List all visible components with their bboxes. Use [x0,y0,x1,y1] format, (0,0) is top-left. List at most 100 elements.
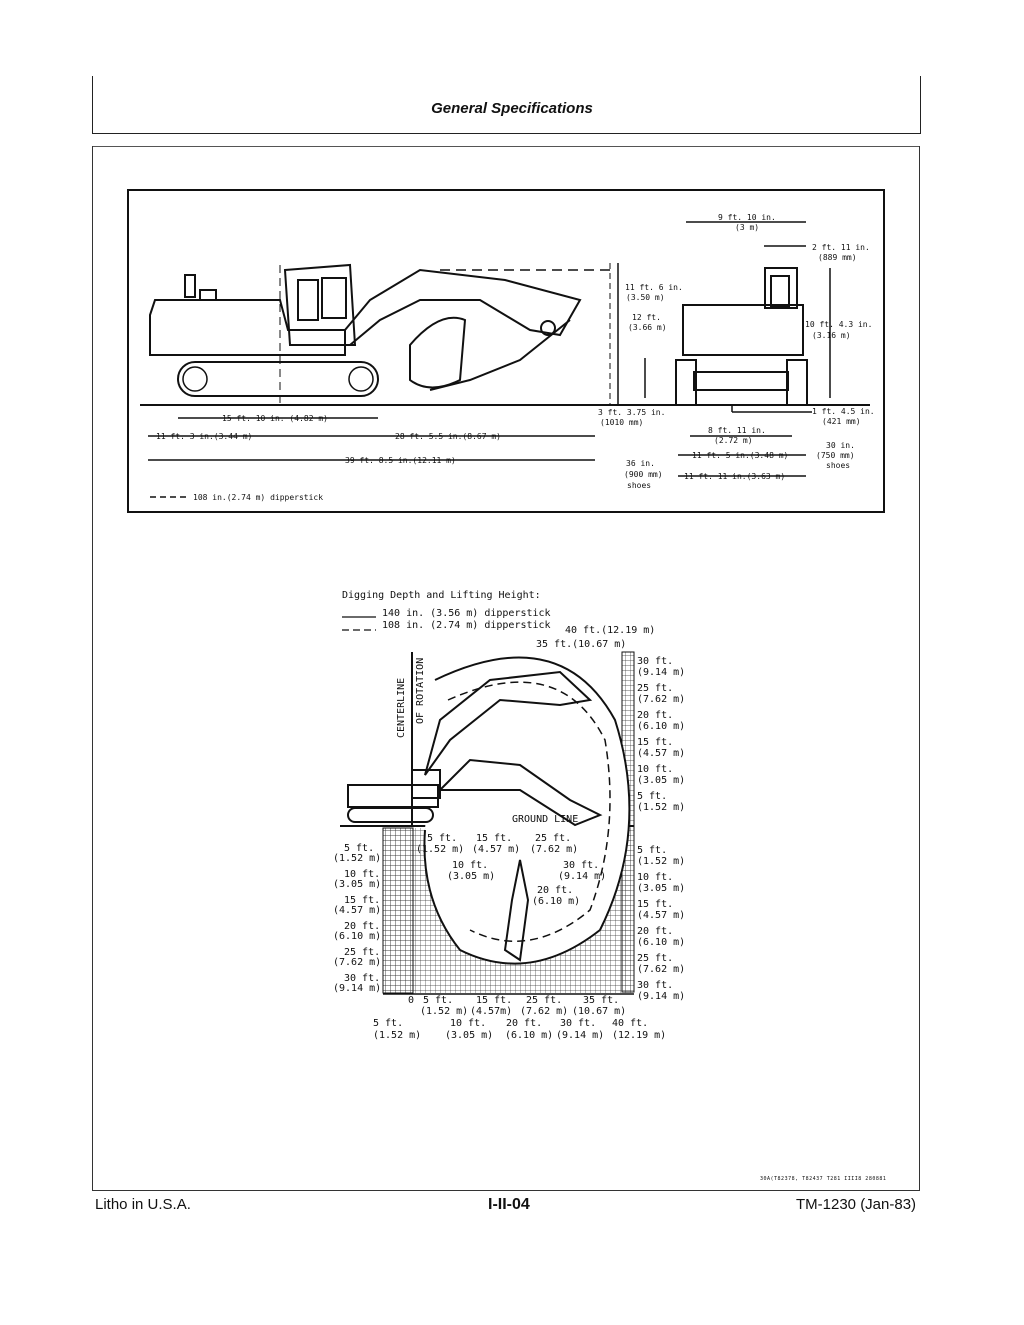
inner-depth-label: 5 ft. [427,833,457,844]
dim-cab-offset-mm: (889 mm) [818,253,857,262]
reach-row3-label: 30 ft. [560,1018,596,1029]
reach-row1-label: 5 ft. [423,995,453,1006]
dim-shoe30-mm: (750 mm) [816,451,855,460]
inner-depth-label: 20 ft. [537,885,573,896]
inner-depth-label: 30 ft. [563,860,599,871]
left-down-m-label: (9.14 m) [333,983,381,994]
right-down-ft-label: 5 ft. [637,845,667,856]
left-down-m-label: (1.52 m) [333,853,381,864]
right-down-m-label: (4.57 m) [637,910,685,921]
reach-row2-label: (10.67 m) [572,1006,626,1017]
dim-height-2-m: (3.66 m) [628,323,667,332]
dim-cab-height-m: (3.16 m) [812,331,851,340]
centerline-label: CENTERLINE [396,678,407,738]
left-down-m-label: (7.62 m) [333,957,381,968]
right-down-m-label: (1.52 m) [637,856,685,867]
left-down-ft-label: 25 ft. [344,947,380,958]
rotation-label: OF ROTATION [415,658,426,724]
dim-track-height-mm: (1010 mm) [600,418,643,427]
small-code: 30A(T82378, T82437 T281 IIII8 280881 [760,1176,887,1182]
inner-depth-label: (4.57 m) [472,844,520,855]
dim-cab-height: 10 ft. 4.3 in. [805,320,872,329]
dim-width-2: 11 ft. 11 in.(3.63 m) [684,472,785,481]
right-down-ft-label: 25 ft. [637,953,673,964]
right-down-m-label: (6.10 m) [637,937,685,948]
dim-shoe30: 30 in. [826,441,855,450]
page-title: General Specifications [431,100,593,117]
digging-title: Digging Depth and Lifting Height: [342,590,541,601]
inner-depth-label: (1.52 m) [416,844,464,855]
dim-shoe36: 36 in. [626,459,655,468]
reach-row2-label: (7.62 m) [520,1006,568,1017]
inner-depth-label: (3.05 m) [447,871,495,882]
left-down-ft-label: 15 ft. [344,895,380,906]
footer-right: TM-1230 (Jan-83) [796,1196,917,1213]
inner-depth-label: 10 ft. [452,860,488,871]
dim-front: 28 ft. 5.5 in.(8.67 m) [395,432,501,441]
body-frame-bottom [92,1190,920,1191]
dim-top-width: 9 ft. 10 in. [718,213,776,222]
left-down-ft-label: 5 ft. [344,843,374,854]
left-down-ft-label: 30 ft. [344,973,380,984]
reach-row2-label: (4.57m) [470,1006,512,1017]
dim-shoe36-label: shoes [627,481,651,490]
dim-tail: 11 ft. 3 in.(3.44 m) [156,432,252,441]
top-35-label: 35 ft.(10.67 m) [536,639,626,650]
ground-line-label: GROUND LINE [512,814,578,825]
dim-top-width-m: (3 m) [735,223,759,232]
footer-page-number: I-II-04 [488,1196,530,1213]
excavator-side-view [149,263,582,397]
right-up-ft-label: 15 ft. [637,737,673,748]
body-frame-right [919,146,920,1190]
right-up-m-label: (4.57 m) [637,748,685,759]
reach-row4-label: (3.05 m) [445,1030,493,1041]
body-frame-top [92,146,919,147]
right-up-ft-label: 30 ft. [637,656,673,667]
right-up-ft-label: 5 ft. [637,791,667,802]
right-up-m-label: (7.62 m) [637,694,685,705]
right-up-m-label: (9.14 m) [637,667,685,678]
excavator-range-silhouette [347,670,603,962]
dim-width-1: 11 ft. 5 in.(3.48 m) [692,451,788,460]
footer-left: Litho in U.S.A. [95,1196,191,1213]
dim-clearance-mm: (421 mm) [822,417,861,426]
right-up-ft-label: 10 ft. [637,764,673,775]
reach-row3-label: 10 ft. [450,1018,486,1029]
right-up-ft-label: 20 ft. [637,710,673,721]
reach-row4-label: (6.10 m) [505,1030,553,1041]
top-40-label: 40 ft.(12.19 m) [565,625,655,636]
dim-cab-offset: 2 ft. 11 in. [812,243,870,252]
inner-depth-label: 25 ft. [535,833,571,844]
right-down-m-label: (3.05 m) [637,883,685,894]
dim-track-height: 3 ft. 3.75 in. [598,408,665,417]
inner-depth-label: (9.14 m) [558,871,606,882]
inner-depth-label: (7.62 m) [530,844,578,855]
inner-depth-label: (6.10 m) [532,896,580,907]
dim-height-1: 11 ft. 6 in. [625,283,683,292]
right-up-m-label: (1.52 m) [637,802,685,813]
reach-row2-label: (1.52 m) [420,1006,468,1017]
left-down-m-label: (3.05 m) [333,879,381,890]
dim-shoe36-mm: (900 mm) [624,470,663,479]
reach-row4-label: (12.19 m) [612,1030,666,1041]
dim-height-1-m: (3.50 m) [626,293,665,302]
body-frame-left [92,146,93,1190]
inner-depth-label: 15 ft. [476,833,512,844]
right-down-ft-label: 15 ft. [637,899,673,910]
reach-row3-label: 20 ft. [506,1018,542,1029]
right-up-ft-label: 25 ft. [637,683,673,694]
header-frame [92,76,921,134]
reach-row1-label: 15 ft. [476,995,512,1006]
reach-row1-label: 0 [408,995,414,1006]
dipper-note: 108 in.(2.74 m) dipperstick [193,493,323,502]
dim-shoe30-label: shoes [826,461,850,470]
reach-row3-label: 40 ft. [612,1018,648,1029]
reach-envelope [423,656,631,965]
left-down-m-label: (4.57 m) [333,905,381,916]
dimensions-figure: 9 ft. 10 in. (3 m) 2 ft. 11 in. (889 mm)… [127,189,885,513]
excavator-front-view [675,267,808,406]
dim-overall: 39 ft. 8.5 in.(12.11 m) [345,456,456,465]
dim-track-len: 15 ft. 10 in. (4.82 m) [222,414,328,423]
left-down-m-label: (6.10 m) [333,931,381,942]
reach-row4-label: (9.14 m) [556,1030,604,1041]
